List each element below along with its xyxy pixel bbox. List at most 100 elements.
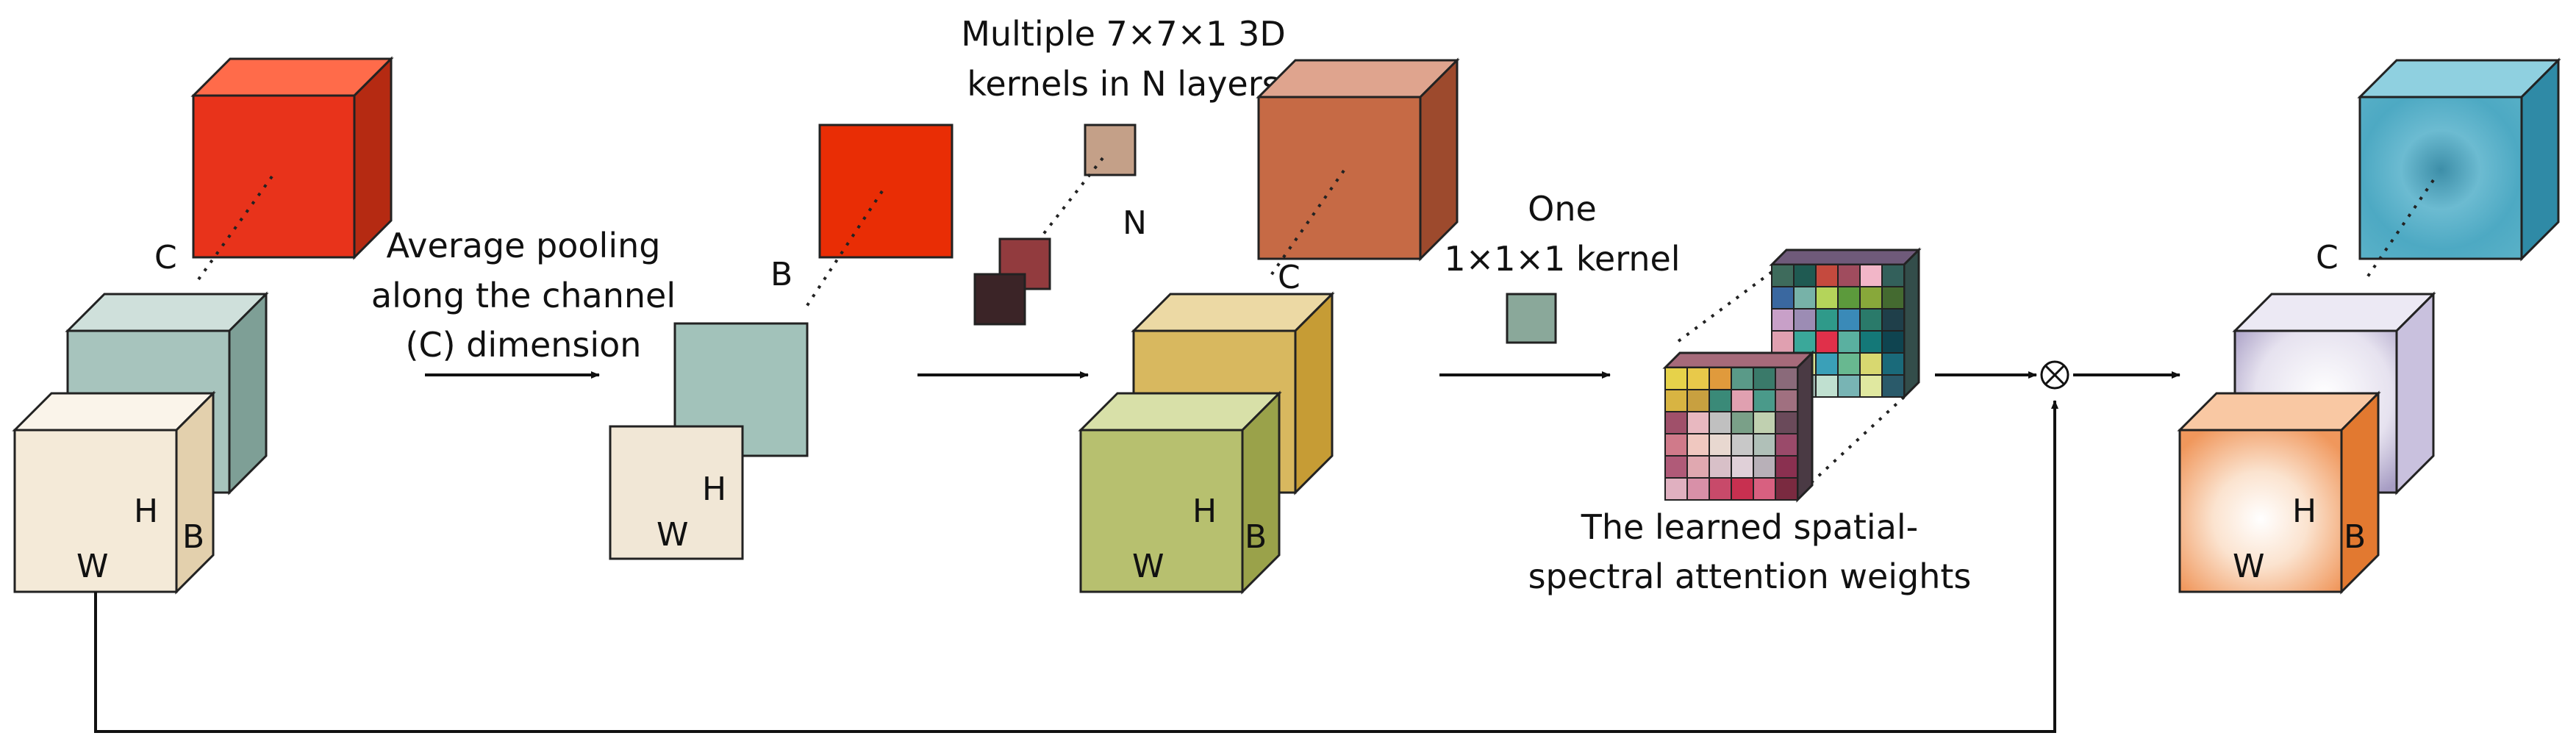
weights-caption-line2: spectral attention weights [1528, 557, 1972, 596]
output-label-w: W [2233, 548, 2265, 585]
attention-weight-cell [1664, 433, 1688, 457]
attention-weight-cell [1664, 455, 1688, 479]
input-label-b: B [182, 518, 204, 556]
attention-weight-cell [1709, 455, 1732, 479]
attention-weight-cell [1775, 389, 1798, 412]
kernel-small-tan [1084, 124, 1137, 176]
one-kernel-caption-line1: One [1528, 189, 1597, 229]
attention-weight-cell [1775, 367, 1798, 390]
output-front-cube-orange [2177, 390, 2381, 595]
kernels-caption-line1: Multiple 7×7×1 3D [961, 14, 1286, 54]
attention-weight-cell [1859, 352, 1883, 376]
attention-weight-cell [1837, 352, 1861, 376]
attention-weight-cell [1686, 455, 1710, 479]
one-kernel-square [1506, 293, 1557, 344]
multiply-operator [2040, 360, 2069, 390]
attention-weights [1662, 247, 1922, 503]
weights-dotted-top [1671, 271, 1773, 347]
attention-weight-cell [1771, 308, 1795, 332]
input-label-c: C [154, 239, 177, 276]
attention-weight-cell [1753, 455, 1776, 479]
one-kernel-caption: One 1×1×1 kernel [1444, 189, 1680, 279]
weights-front-cube [1662, 350, 1815, 503]
pooled-label-h: H [702, 471, 726, 508]
attention-weight-cell [1771, 264, 1795, 287]
attention-weight-cell [1837, 330, 1861, 354]
attention-weight-cell [1815, 286, 1839, 310]
attention-weight-cell [1881, 286, 1905, 310]
attention-weight-cell [1753, 389, 1776, 412]
attention-weight-cell [1815, 374, 1839, 398]
pooled-label-w: W [656, 516, 689, 554]
mid-dotted-line [1267, 169, 1345, 281]
mid-label-h: H [1192, 493, 1217, 530]
mid-label-c: C [1278, 259, 1300, 296]
pooled-map-red [818, 124, 954, 259]
output-label-h: H [2292, 493, 2316, 530]
attention-weight-cell [1775, 411, 1798, 434]
middle-feature-cube: C H B W [1078, 57, 1460, 595]
one-kernel-caption-line2: 1×1×1 kernel [1444, 239, 1680, 279]
attention-weight-cell [1881, 264, 1905, 287]
attention-weight-cell [1775, 455, 1798, 479]
input-label-h: H [134, 493, 158, 530]
attention-weight-cell [1815, 264, 1839, 287]
input-feature-cube: C H B W [12, 56, 394, 595]
attention-weight-cell [1753, 411, 1776, 434]
kernel-dark-brown [973, 273, 1026, 326]
weights-front-grid [1664, 367, 1798, 501]
kernels-caption-line2: kernels in N layers [967, 64, 1279, 104]
mid-label-w: W [1132, 548, 1164, 585]
attention-weight-cell [1793, 264, 1817, 287]
input-dotted-line [197, 175, 273, 281]
kernel-label-n: N [1123, 204, 1147, 242]
pooling-caption: Average pooling along the channel (C) di… [371, 226, 676, 365]
attention-weight-cell [1815, 308, 1839, 332]
input-label-w: W [76, 548, 109, 585]
input-back-cube-red [190, 56, 394, 260]
mid-back-cube-brown [1256, 57, 1460, 262]
attention-weight-cell [1837, 308, 1861, 332]
attention-weight-cell [1881, 308, 1905, 332]
attention-weight-cell [1815, 352, 1839, 376]
attention-weight-cell [1686, 411, 1710, 434]
pooled-map-cream [609, 425, 744, 560]
attention-weight-cell [1731, 411, 1754, 434]
pooled-dotted-line [804, 190, 884, 310]
pooling-caption-line3: (C) dimension [406, 325, 642, 365]
weights-caption-line1: The learned spatial- [1581, 507, 1919, 547]
attention-weight-cell [1686, 367, 1710, 390]
attention-weight-cell [1771, 286, 1795, 310]
attention-weight-cell [1686, 477, 1710, 501]
attention-weight-cell [1815, 330, 1839, 354]
attention-weight-cell [1664, 389, 1688, 412]
pooling-caption-line2: along the channel [371, 276, 676, 315]
attention-weight-cell [1731, 455, 1754, 479]
output-feature-cube: C H B W [2177, 57, 2561, 595]
pooling-caption-line1: Average pooling [387, 226, 661, 265]
attention-weight-cell [1731, 367, 1754, 390]
output-label-c: C [2316, 239, 2339, 276]
kernels-caption: Multiple 7×7×1 3D kernels in N layers [961, 14, 1286, 104]
attention-weight-cell [1793, 308, 1817, 332]
attention-weight-cell [1881, 330, 1905, 354]
attention-weight-cell [1859, 264, 1883, 287]
attention-weight-cell [1709, 389, 1732, 412]
attention-weight-cell [1753, 367, 1776, 390]
weights-caption: The learned spatial- spectral attention … [1528, 507, 1972, 596]
attention-weight-cell [1793, 286, 1817, 310]
attention-weight-cell [1753, 477, 1776, 501]
attention-weight-cell [1731, 389, 1754, 412]
attention-weight-cell [1664, 477, 1688, 501]
pooled-maps: B H W [609, 124, 954, 560]
pooled-label-b: B [770, 256, 793, 293]
attention-weight-cell [1731, 477, 1754, 501]
attention-weight-cell [1686, 433, 1710, 457]
attention-weight-cell [1753, 433, 1776, 457]
attention-weight-cell [1859, 330, 1883, 354]
attention-weight-cell [1837, 264, 1861, 287]
attention-weight-cell [1664, 411, 1688, 434]
output-back-cube-blue [2357, 57, 2561, 262]
attention-weight-cell [1837, 286, 1861, 310]
attention-weight-cell [1881, 374, 1905, 398]
